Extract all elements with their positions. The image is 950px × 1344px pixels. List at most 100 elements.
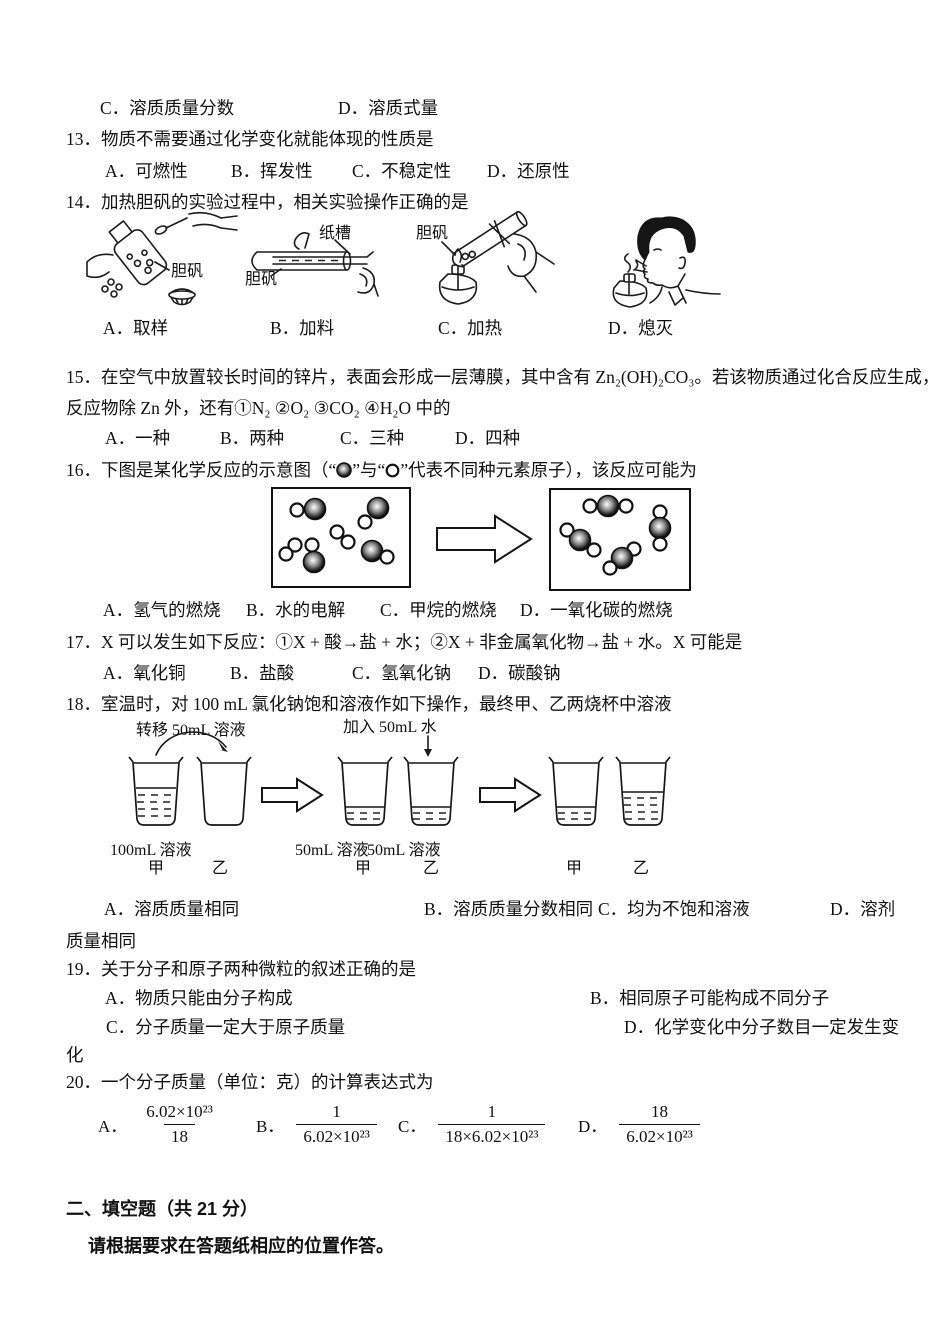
q14-caption-a: A．取样 — [103, 318, 169, 338]
stage2-volume-yi-label: 50mL 溶液 — [367, 841, 441, 859]
q16-option-a: A．氢气的燃烧 — [103, 600, 221, 620]
products-box — [549, 488, 691, 591]
beaker-jia-3 — [548, 756, 604, 826]
reactants-box — [271, 487, 411, 588]
q18-option-d: D．溶剂 — [830, 899, 896, 919]
q17-option-b: B．盐酸 — [230, 663, 295, 683]
q15-option-d: D．四种 — [455, 428, 521, 448]
q20-option-d: D． 18 6.02×10²³ — [578, 1102, 700, 1146]
beaker-jia-2 — [337, 756, 393, 826]
q20-option-a: A． 6.02×10²³ 18 — [98, 1102, 220, 1146]
q14-figure-b-label-crystal: 胆矾 — [245, 270, 277, 288]
q12-option-d: D．溶质式量 — [338, 98, 439, 118]
q20-option-a-label: A． — [98, 1116, 128, 1136]
q14-figure-a-label: 胆矾 — [171, 262, 203, 280]
section2-heading: 二、填空题（共 21 分） — [66, 1199, 259, 1219]
numerator: 18 — [651, 1102, 669, 1121]
denominator: 6.02×10²³ — [296, 1123, 377, 1147]
ear — [678, 256, 686, 270]
q18-option-d-wrap: 质量相同 — [66, 931, 136, 951]
q20-option-a-fraction: 6.02×10²³ 18 — [139, 1102, 220, 1146]
label-leader — [270, 268, 282, 277]
q15-option-b: B．两种 — [220, 428, 285, 448]
numerator: 1 — [332, 1102, 341, 1121]
reactant-molecules — [278, 496, 395, 574]
q20-option-b: B． 1 6.02×10²³ — [256, 1102, 377, 1146]
transfer-arrow-head-icon — [216, 741, 228, 752]
q14-caption-c: C．加热 — [438, 318, 503, 338]
q16-option-d: D．一氧化碳的燃烧 — [520, 600, 673, 620]
stage2-yi-label: 乙 — [423, 860, 439, 877]
beaker-yi-1 — [196, 756, 252, 826]
q14-figure-c-heating-illustration: 胆矾 — [416, 210, 555, 305]
stage3-yi-label: 乙 — [633, 860, 649, 877]
q15-option-c: C．三种 — [340, 428, 405, 448]
q15-option-a: A．一种 — [105, 428, 171, 448]
q18-stem: 18．室温时，对 100 mL 氯化钠饱和溶液作如下操作，最终甲、乙两烧杯中溶液 — [66, 694, 672, 714]
q16-stem-mid: ”与“ — [352, 460, 386, 480]
q13-option-b: B．挥发性 — [231, 161, 313, 181]
q19-option-d: D．化学变化中分子数目一定发生变 — [624, 1017, 900, 1037]
q16-stem-prefix: 16．下图是某化学反应的示意图（“ — [66, 460, 337, 480]
hands — [293, 232, 379, 297]
q16-stem: 16．下图是某化学反应的示意图（“ ”与“ ”代表不同种元素原子），该反应可能为 — [66, 460, 697, 482]
q13-option-d: D．还原性 — [487, 161, 570, 181]
q19-option-a: A．物质只能由分子构成 — [105, 988, 293, 1008]
alcohol-lamp-small — [612, 253, 648, 308]
hand — [507, 233, 555, 293]
tube-holder — [488, 219, 511, 248]
smoke — [623, 253, 639, 273]
q14-stem: 14．加热胆矾的实验过程中，相关实验操作正确的是 — [66, 192, 469, 212]
q14-caption-d: D．熄灭 — [608, 318, 674, 338]
q14-figure-d-extinguish-illustration — [612, 216, 721, 308]
q16-option-c: C．甲烷的燃烧 — [380, 600, 497, 620]
q20-stem: 20．一个分子质量（单位：克）的计算表达式为 — [66, 1072, 434, 1092]
section2-instruction: 请根据要求在答题纸相应的位置作答。 — [88, 1236, 394, 1256]
q12-option-c: C．溶质质量分数 — [100, 98, 235, 118]
q13-option-a: A．可燃性 — [105, 161, 188, 181]
upside-down-stopper — [168, 288, 196, 306]
stage1-jia-label: 甲 — [148, 860, 164, 877]
stage3-jia-label: 甲 — [566, 860, 582, 877]
denominator: 18×6.02×10²³ — [438, 1123, 546, 1147]
q17-option-a: A．氧化铜 — [103, 663, 186, 683]
q20-option-c: C． 1 18×6.02×10²³ — [398, 1102, 546, 1147]
paper-trough — [272, 251, 374, 265]
q14-figure-c-label: 胆矾 — [416, 224, 448, 242]
label-leader — [154, 261, 170, 271]
denominator: 18 — [164, 1123, 196, 1147]
q20-option-c-label: C． — [398, 1116, 427, 1136]
q18-option-a: A．溶质质量相同 — [104, 899, 240, 919]
add-water-arrow-head-icon — [424, 749, 432, 757]
spatula-and-hand — [154, 211, 238, 235]
stage2-jia-label: 甲 — [355, 860, 371, 877]
filled-atom-icon — [336, 462, 353, 478]
eye — [653, 248, 662, 251]
label-leader — [334, 239, 351, 255]
beaker-yi-3 — [615, 756, 671, 826]
transfer-arc-arrow — [155, 731, 227, 756]
q14-figure-b-loading-illustration: 纸槽 胆矾 — [245, 224, 379, 297]
boy-head — [637, 216, 721, 306]
q18-option-c: C．均为不饱和溶液 — [598, 899, 750, 919]
q20-option-b-label: B． — [256, 1116, 285, 1136]
blow-lines — [635, 259, 648, 273]
stage1-yi-label: 乙 — [212, 860, 228, 877]
q17-stem: 17．X 可以发生如下反应：①X + 酸→盐 + 水；②X + 非金属氧化物→盐… — [66, 632, 743, 652]
beaker-jia-1 — [128, 756, 184, 826]
q16-stem-suffix: ”代表不同种元素原子），该反应可能为 — [400, 460, 697, 480]
q19-stem: 19．关于分子和原子两种微粒的叙述正确的是 — [66, 959, 416, 979]
label-leader — [441, 241, 456, 256]
product-molecules — [559, 494, 672, 576]
stage-arrow-2-icon — [479, 777, 542, 813]
q20-option-d-fraction: 18 6.02×10²³ — [619, 1102, 700, 1146]
stage-arrow-1-icon — [261, 777, 324, 813]
stage1-volume-label: 100mL 溶液 — [110, 841, 192, 859]
q19-option-c: C．分子质量一定大于原子质量 — [106, 1017, 346, 1037]
q20-option-b-fraction: 1 6.02×10²³ — [296, 1102, 377, 1146]
q18-option-b: B．溶质质量分数相同 — [424, 899, 594, 919]
q20-option-c-fraction: 1 18×6.02×10²³ — [438, 1102, 546, 1147]
transfer-label: 转移 50mL 溶液 — [136, 721, 246, 739]
stage2-volume-jia-label: 50mL 溶液 — [295, 841, 369, 859]
q14-figure-b-label-trough: 纸槽 — [319, 224, 351, 242]
